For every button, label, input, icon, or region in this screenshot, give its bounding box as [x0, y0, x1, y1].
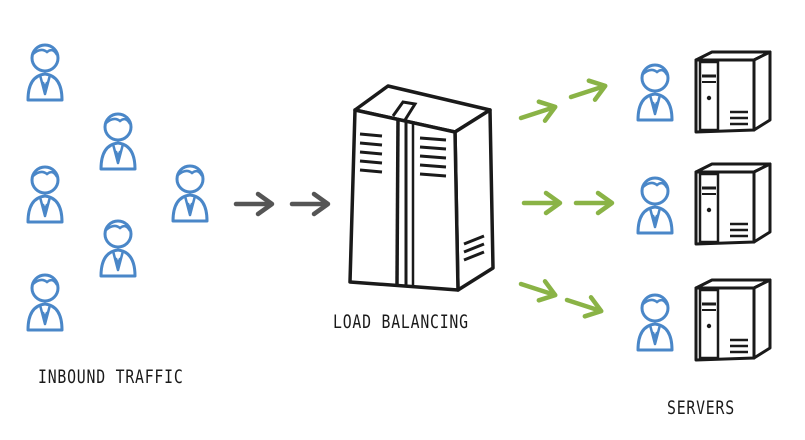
user-icon	[99, 219, 137, 278]
load-balancing-label: LOAD BALANCING	[333, 311, 469, 333]
arrow-icon	[518, 97, 558, 127]
user-icon	[26, 43, 64, 102]
user-icon	[26, 273, 64, 332]
inbound-traffic-label: INBOUND TRAFFIC	[38, 366, 184, 388]
user-icon	[636, 293, 674, 352]
arrow-icon	[564, 290, 604, 320]
arrow-icon	[292, 194, 328, 214]
arrow-icon	[524, 193, 560, 213]
user-icon	[26, 165, 64, 224]
outbound-arrows	[518, 76, 612, 320]
arrow-icon	[236, 194, 272, 214]
arrow-icon	[518, 274, 558, 304]
servers-group	[694, 50, 772, 362]
arrow-icon	[568, 76, 608, 106]
load-balancer-icon	[348, 84, 495, 292]
server-icon	[694, 162, 772, 246]
user-icon	[636, 63, 674, 122]
inbound-users	[26, 43, 209, 332]
server-users	[636, 63, 674, 352]
user-icon	[171, 164, 209, 223]
server-icon	[694, 278, 772, 362]
inbound-arrows	[236, 194, 328, 214]
user-icon	[636, 176, 674, 235]
arrow-icon	[576, 193, 612, 213]
servers-label: SERVERS	[667, 397, 735, 419]
server-icon	[694, 50, 772, 134]
user-icon	[99, 112, 137, 171]
